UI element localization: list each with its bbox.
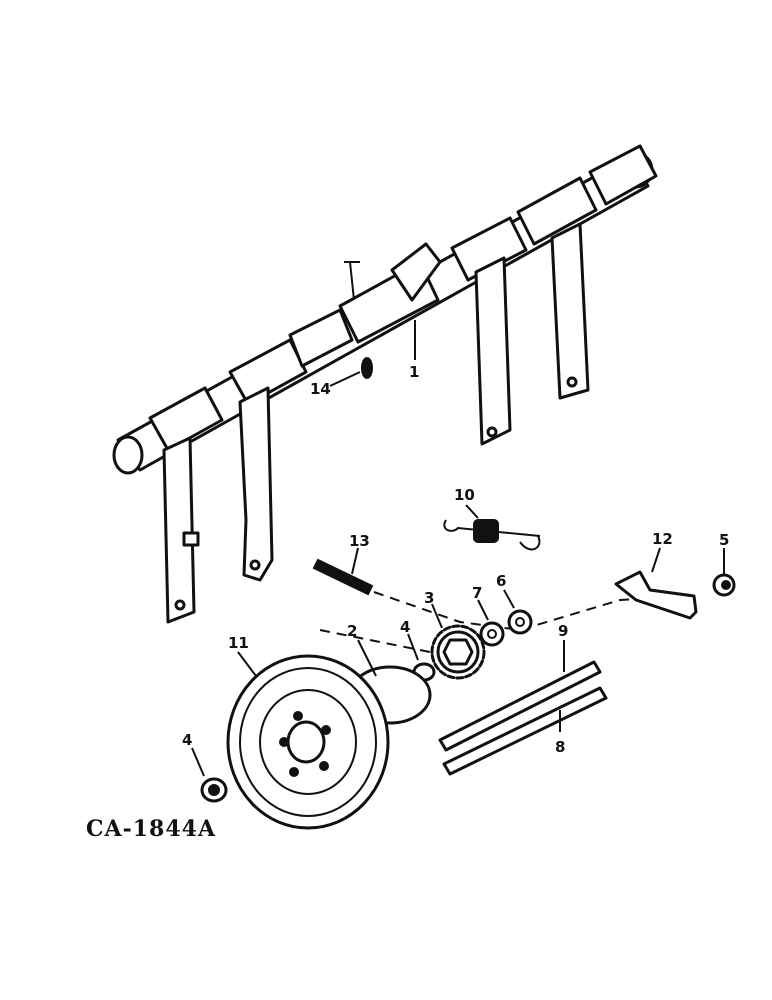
callout-12: 12 [652,530,673,548]
callout-6: 6 [496,572,506,590]
wheel-center-hole [286,720,326,764]
sprocket-hex-hole [442,638,474,666]
clamp-collar [228,338,308,406]
spring-hook [443,519,541,537]
lug-hole [319,761,329,771]
lug-hole [279,737,289,747]
shank [550,222,590,400]
callout-1: 1 [409,363,419,381]
wheel-disc [259,689,357,795]
leader-line [651,547,661,573]
washer-6 [503,589,533,635]
washer [479,621,505,647]
lug-hole [293,711,303,721]
shank-hole [249,559,261,571]
rod-8 [442,686,608,776]
shank-clip [182,531,200,547]
nut-hole [721,580,731,590]
shank [238,386,274,582]
leader-line [357,639,377,677]
sprocket-3 [430,603,486,680]
washer-hole [487,629,497,639]
bracket-body [614,570,698,620]
spring-coil [473,519,499,543]
clamp-collar [148,386,224,452]
lug-hole [321,725,331,735]
leader-line [407,633,419,661]
callout-2: 2 [347,622,357,640]
nut-4-wheel [191,747,228,803]
wheel-11 [226,651,390,830]
rods-8-9 [438,640,608,776]
callout-9: 9 [558,622,568,640]
washer [507,609,533,635]
leader-line [477,599,489,621]
washer-7 [477,599,505,647]
callout-10: 10 [454,486,475,504]
bolt-body [312,558,374,596]
callout-8: 8 [555,738,565,756]
bracket-stud [344,261,360,301]
rod-9 [438,660,602,752]
callout-4-wheel: 4 [182,731,192,749]
callout-4-hub: 4 [400,618,410,636]
shank-hole [486,426,498,438]
leader-line [351,547,359,575]
leader-line [191,747,205,777]
fitting-part [361,357,373,379]
lug-hole [289,767,299,777]
shank [474,256,512,446]
leader-line [431,603,443,629]
leader-line [329,371,361,387]
fitting-14 [329,357,373,387]
drawing-code: CA-1844A [86,816,216,842]
leader-line [503,589,515,609]
clamp-collar [288,308,354,368]
shank-hole [566,376,578,388]
callout-13: 13 [349,532,370,550]
leader-line [465,504,479,519]
bracket-plate [390,242,442,302]
washer-hole [515,617,525,627]
spring-hook [519,535,541,551]
tube-left-end [112,435,144,475]
assembly-line [373,591,661,632]
toolbar-assembly [112,144,658,624]
spring-10 [443,504,541,551]
callout-11: 11 [228,634,249,652]
nut-5 [712,548,736,597]
callout-3: 3 [424,589,434,607]
clamp-collar [516,176,598,246]
callout-7: 7 [472,584,482,602]
nut-hole [208,784,220,796]
bracket-12 [614,547,698,620]
wheel-rim-inner [239,667,377,817]
leader-line [237,651,257,677]
shank-hole [174,599,186,611]
clamp-collar [588,144,658,206]
clamp-collar [450,216,528,282]
callout-14: 14 [310,380,331,398]
callout-5: 5 [719,531,729,549]
shank [162,436,196,624]
bolt-13 [312,547,374,596]
